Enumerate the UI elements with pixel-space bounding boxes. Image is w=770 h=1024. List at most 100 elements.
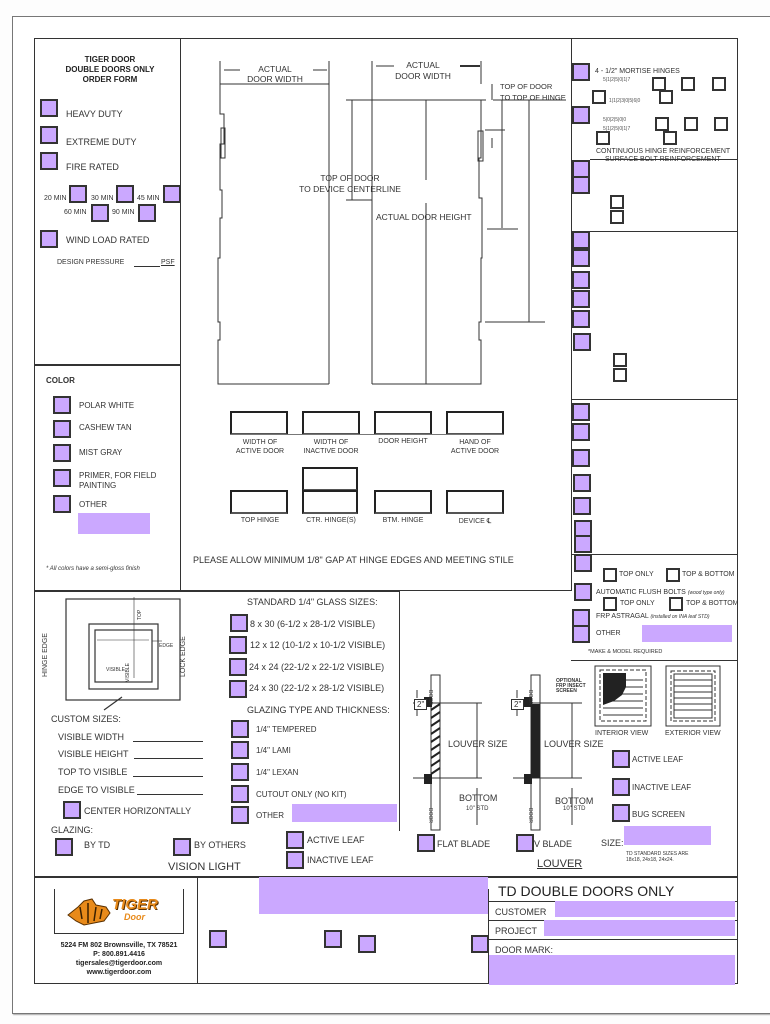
hinge-option-1[interactable] [652,77,666,91]
rating-30-checkbox[interactable] [116,185,134,203]
mortise-hinges-checkbox[interactable] [572,63,590,81]
mist-gray-checkbox[interactable] [53,444,71,462]
hinge-option-6[interactable] [655,117,669,131]
btm-hinge-box[interactable] [374,490,432,514]
rating-90-checkbox[interactable] [138,204,156,222]
extreme-duty-checkbox[interactable] [40,126,58,144]
flush-top-bottom-label: TOP & BOTTOM [686,600,739,607]
design-pressure-field[interactable] [134,266,160,267]
rating-60-checkbox[interactable] [91,204,109,222]
hw-sub-option-1[interactable] [613,353,627,367]
top-to-visible-field[interactable] [133,776,203,777]
bug-screen-checkbox[interactable] [612,804,630,822]
door-height-box[interactable] [374,411,432,435]
auto-flush-bolts-checkbox[interactable] [574,583,592,601]
polar-white-checkbox[interactable] [53,396,71,414]
hw-option-d-checkbox[interactable] [572,290,590,308]
hand-active-door-box[interactable] [446,411,504,435]
std-size-8x30-checkbox[interactable] [230,614,248,632]
hw-option-k-checkbox[interactable] [573,497,591,515]
surface-bolts-checkbox[interactable] [574,554,592,572]
std-size-24x30-checkbox[interactable] [229,680,247,698]
hinge-reinf-checkbox[interactable] [572,106,590,124]
footer-checkbox-4[interactable] [471,935,489,953]
footer-checkbox-2[interactable] [324,930,342,948]
louver-inactive-leaf-checkbox[interactable] [612,778,630,796]
std-size-12x12-checkbox[interactable] [229,636,247,654]
glazing-other-input[interactable] [292,804,397,822]
hardware-other-checkbox[interactable] [572,625,590,643]
hw-option-a-checkbox[interactable] [572,231,590,249]
hw-option-j-checkbox[interactable] [573,474,591,492]
frp-note: (installed on INA leaf STD) [650,614,710,620]
std-size-24x24-checkbox[interactable] [229,658,247,676]
hinge-option-7[interactable] [684,117,698,131]
door-diagram [217,61,566,385]
hw-option-f-checkbox[interactable] [573,333,591,351]
customer-input[interactable] [555,901,735,917]
footer-top-fill[interactable] [259,877,488,914]
flush-top-bottom-checkbox[interactable] [669,597,683,611]
hinge-option-8[interactable] [714,117,728,131]
vision-active-leaf-checkbox[interactable] [286,831,304,849]
rating-45-checkbox[interactable] [163,185,181,203]
surface-top-only-checkbox[interactable] [603,568,617,582]
glazing-by-td-checkbox[interactable] [55,838,73,856]
hw-option-g-checkbox[interactable] [572,403,590,421]
heavy-duty-checkbox[interactable] [40,99,58,117]
hardware-other-input[interactable] [642,625,732,642]
cashew-tan-checkbox[interactable] [53,420,71,438]
surface-bolt-option-1[interactable] [610,195,624,209]
surface-top-bottom-checkbox[interactable] [666,568,680,582]
vision-inactive-leaf-checkbox[interactable] [286,851,304,869]
hinge-option-10[interactable] [663,131,677,145]
color-other-input[interactable] [78,513,150,534]
hinge-option-2[interactable] [681,77,695,91]
width-inactive-door-box[interactable] [302,411,360,435]
fire-rated-checkbox[interactable] [40,152,58,170]
width-active-door-box[interactable] [230,411,288,435]
project-input[interactable] [544,920,735,936]
footer-checkbox-1[interactable] [209,930,227,948]
glazing-tempered-checkbox[interactable] [231,720,249,738]
primer-checkbox[interactable] [53,469,71,487]
glazing-lexan-checkbox[interactable] [231,763,249,781]
hw-option-i-checkbox[interactable] [572,449,590,467]
device-cl-box[interactable] [446,490,504,514]
visible-width-field[interactable] [133,741,203,742]
ctr-hinge-box-2[interactable] [302,490,358,514]
hw-option-c-checkbox[interactable] [572,271,590,289]
door-mark-input[interactable] [489,955,735,985]
hw-option-m-checkbox[interactable] [574,535,592,553]
louver-size-input[interactable] [624,826,711,845]
flat-blade-checkbox[interactable] [417,834,435,852]
v-blade-checkbox[interactable] [516,834,534,852]
glazing-other-checkbox[interactable] [231,806,249,824]
hw-sub-option-2[interactable] [613,368,627,382]
ctr-hinge-box-1[interactable] [302,467,358,491]
hw-option-b-checkbox[interactable] [572,249,590,267]
flush-top-only-checkbox[interactable] [603,597,617,611]
hinge-option-5[interactable] [659,90,673,104]
hinge-option-4[interactable] [592,90,606,104]
edge-to-visible-field[interactable] [137,794,203,795]
center-horizontally-checkbox[interactable] [63,801,81,819]
glazing-cutout-checkbox[interactable] [231,785,249,803]
hw-option-e-checkbox[interactable] [572,310,590,328]
wind-load-checkbox[interactable] [40,230,58,248]
hinge-option-9[interactable] [596,131,610,145]
top-hinge-box[interactable] [230,490,288,514]
glazing-lami-checkbox[interactable] [231,741,249,759]
footer-checkbox-3[interactable] [358,935,376,953]
color-other-checkbox[interactable] [53,495,71,513]
tiger-icon [67,898,111,926]
standard-sizes-heading: STANDARD 1/4" GLASS SIZES: [247,597,378,607]
glazing-by-others-checkbox[interactable] [173,838,191,856]
hinge-option-3[interactable] [712,77,726,91]
louver-active-leaf-checkbox[interactable] [612,750,630,768]
surface-bolt-option-2[interactable] [610,210,624,224]
surface-bolt-checkbox[interactable] [572,176,590,194]
visible-height-field[interactable] [134,758,203,759]
rating-20-checkbox[interactable] [69,185,87,203]
hw-option-h-checkbox[interactable] [572,423,590,441]
